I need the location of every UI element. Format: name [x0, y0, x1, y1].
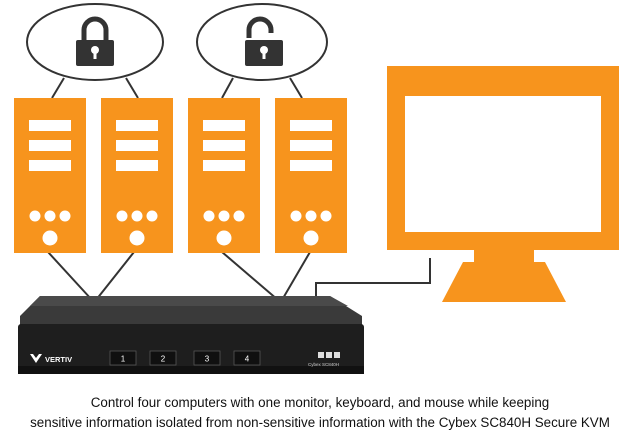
indicator-light	[290, 210, 302, 222]
caption-line-2: sensitive information isolated from non-…	[30, 415, 610, 430]
caption: Control four computers with one monitor,…	[0, 393, 640, 433]
drive-bay	[116, 140, 158, 151]
drive-bay	[29, 140, 71, 151]
caption-line-1: Control four computers with one monitor,…	[90, 395, 550, 410]
kvm-port-label: 4	[245, 355, 250, 364]
indicator-light	[146, 210, 158, 222]
kvm-port-label: 1	[121, 355, 126, 364]
computer-tower-icon	[188, 98, 260, 253]
lock-connector-lines	[51, 77, 303, 99]
mouse-indicator-icon	[326, 352, 332, 358]
kvm-port-label: 3	[205, 355, 210, 364]
computer-towers	[14, 98, 347, 253]
drive-bay	[116, 160, 158, 171]
indicator-light	[218, 210, 230, 222]
indicator-light	[44, 210, 56, 222]
kvm-port-button-4[interactable]: 4	[233, 350, 261, 366]
drive-bay	[29, 160, 71, 171]
lock-open-icon	[245, 16, 283, 66]
drive-bay	[290, 120, 332, 131]
indicator-light	[59, 210, 71, 222]
drive-bay	[203, 140, 245, 151]
secure-lock-bubble	[26, 3, 164, 81]
drive-bay	[203, 160, 245, 171]
kvm-port-button-1[interactable]: 1	[109, 350, 137, 366]
indicator-light	[305, 210, 317, 222]
power-button-icon	[303, 230, 319, 246]
drive-bay	[290, 160, 332, 171]
drive-bay	[290, 140, 332, 151]
computer-tower-icon	[101, 98, 173, 253]
drive-bay	[116, 120, 158, 131]
computer-tower-icon	[275, 98, 347, 253]
kvm-switch: VERTIV 1 2 3 4 Cybex SC840H	[18, 296, 364, 374]
kvm-port-label: 2	[161, 355, 166, 364]
vertiv-logo: VERTIV	[30, 354, 72, 364]
indicator-light	[116, 210, 128, 222]
indicator-light	[29, 210, 41, 222]
monitor-icon	[387, 66, 619, 302]
kvm-connector-lines	[47, 251, 431, 301]
power-button-icon	[42, 230, 58, 246]
kvm-port-button-3[interactable]: 3	[193, 350, 221, 366]
indicator-light	[203, 210, 215, 222]
kvm-status-indicators	[318, 352, 340, 358]
kvm-diagram: VERTIV 1 2 3 4 Cybex SC840H	[14, 3, 619, 374]
keyboard-indicator-icon	[318, 352, 324, 358]
kvm-model: Cybex SC840H	[308, 362, 339, 367]
power-button-icon	[129, 230, 145, 246]
indicator-light	[131, 210, 143, 222]
kvm-port-button-2[interactable]: 2	[149, 350, 177, 366]
lock-closed-icon	[76, 16, 114, 66]
computer-tower-icon	[14, 98, 86, 253]
power-button-icon	[216, 230, 232, 246]
audio-indicator-icon	[334, 352, 340, 358]
indicator-light	[233, 210, 245, 222]
drive-bay	[203, 120, 245, 131]
drive-bay	[29, 120, 71, 131]
kvm-port-buttons: 1 2 3 4	[109, 350, 261, 366]
non-secure-lock-bubble	[196, 3, 328, 81]
kvm-brand: VERTIV	[45, 355, 72, 364]
indicator-light	[320, 210, 332, 222]
